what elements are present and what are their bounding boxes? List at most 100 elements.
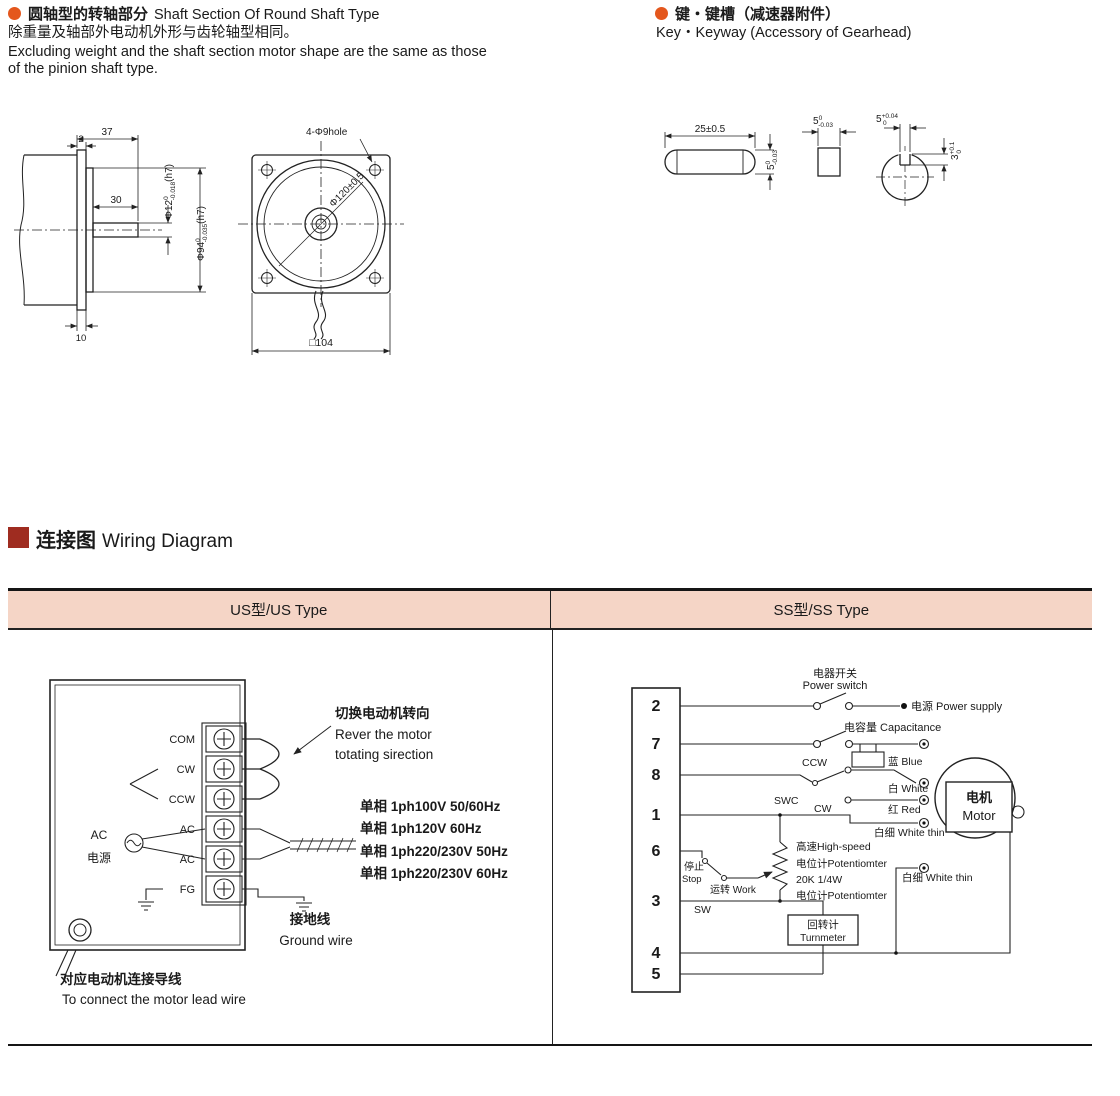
- terminal-screw: [205, 815, 243, 843]
- terminal-screw: [205, 755, 243, 783]
- ss-type-header: SS型/SS Type: [549, 591, 1093, 628]
- dim-30: 30: [110, 195, 122, 206]
- shaft-section-desc-en2: of the pinion shaft type.: [8, 61, 158, 77]
- motor-label-en: Motor: [962, 808, 996, 823]
- switch-blade: [706, 862, 722, 876]
- ground-label-en: Ground wire: [279, 933, 353, 948]
- dim-phi94: Φ940-0.035(h7): [195, 206, 209, 261]
- wire-blue-label: 蓝 Blue: [888, 756, 923, 768]
- us-type-header: US型/US Type: [230, 602, 328, 619]
- voltage-line3: 单相 1ph220/230V 50Hz: [360, 843, 508, 859]
- capacitance-label: 电容量 Capacitance: [844, 720, 941, 734]
- key-width-dim: 50-0.03: [813, 115, 833, 129]
- white-thin2-wire: [895, 867, 918, 953]
- us-wiring-diagram: COM CW CCW AC AC FG AC 电源 切换电动机转向 Rever …: [49, 679, 508, 1007]
- terminal-1: 1: [652, 807, 661, 824]
- note-en1: Rever the motor: [335, 727, 432, 742]
- note-leader-arrow: [293, 725, 332, 755]
- terminal3-wire: [680, 900, 824, 915]
- motor-shaft-icon: [1011, 805, 1025, 819]
- table-bottom-border: [8, 1044, 1092, 1046]
- shaft-section-title-zh: 圆轴型的转轴部分: [28, 6, 149, 23]
- ground-icon: [138, 901, 154, 911]
- power-supply-label: 电源 Power supply: [911, 699, 1003, 713]
- svg-text:3+0.10: 3+0.10: [949, 141, 963, 160]
- terminal-3: 3: [652, 893, 661, 910]
- wire-red-label: 红 Red: [888, 803, 921, 816]
- table-top-border: [8, 588, 1092, 591]
- switch-blade: [819, 692, 847, 705]
- cw-label: CW: [814, 803, 832, 815]
- power-switch-en: Power switch: [803, 680, 868, 692]
- lead-label-en: To connect the motor lead wire: [62, 992, 246, 1007]
- terminal-label-ac1: AC: [180, 824, 195, 836]
- dim-10: 10: [76, 333, 87, 344]
- junction-dot: [894, 951, 898, 955]
- stop-label-en: Stop: [682, 874, 702, 885]
- table-center-divider: [552, 630, 553, 1044]
- terminal4-wire: [680, 832, 1011, 954]
- key-side-view: [664, 149, 756, 175]
- shaft-section-title-en: Shaft Section Of Round Shaft Type: [154, 7, 380, 23]
- shaft-section-title: 圆轴型的转轴部分 Shaft Section Of Round Shaft Typ…: [28, 3, 379, 24]
- terminal-screw: [205, 725, 243, 753]
- terminal-8: 8: [652, 767, 661, 784]
- keyway-dimensions: [884, 124, 948, 181]
- key-section-title: 键・键槽（减速器附件）: [675, 6, 841, 23]
- terminal-6: 6: [652, 843, 661, 860]
- ccw-label: CCW: [802, 757, 827, 769]
- swc-label: SWC: [774, 795, 799, 807]
- terminal-label-ac2: AC: [180, 854, 195, 866]
- voltage-line2: 单相 1ph120V 60Hz: [360, 820, 482, 836]
- dim-37: 37: [101, 127, 113, 138]
- terminal-strip: [201, 722, 247, 906]
- lead-wire-grommet: [55, 918, 92, 979]
- dim-2: 2: [78, 134, 83, 145]
- ground-wire: [242, 888, 312, 912]
- power-cable: [242, 828, 356, 860]
- terminal-label-ccw: CCW: [169, 794, 196, 806]
- voltage-line1: 单相 1ph100V 50/60Hz: [360, 798, 501, 814]
- shaft-section-desc-zh: 除重量及轴部外电动机外形与齿轮轴型相同。: [8, 25, 298, 41]
- switch-blade: [816, 770, 845, 783]
- note-en2: totating sirection: [335, 747, 433, 762]
- svg-text:Φ940-0.035(h7): Φ940-0.035(h7): [195, 206, 209, 261]
- terminal-screw: [205, 875, 243, 903]
- motor-symbol: 电机 Motor: [918, 738, 1025, 874]
- motor-cable: [313, 290, 320, 340]
- terminal-4: 4: [652, 945, 661, 962]
- turnmeter-label-en: Turnmeter: [800, 933, 846, 944]
- wiper-arrow: [757, 871, 773, 879]
- circle-dim-label: Φ120±0.5: [328, 170, 367, 209]
- terminal-block: [205, 725, 243, 903]
- terminal-screw: [205, 785, 243, 813]
- terminal-2: 2: [652, 698, 661, 715]
- cw-ccw-fork: [129, 768, 159, 800]
- key-height-dim: 50-0.03: [765, 150, 779, 170]
- ac-source-label2: 电源: [87, 851, 111, 865]
- internal-wiring: [124, 768, 206, 911]
- motor-terminals: [918, 738, 930, 874]
- dim-phi12: Φ120-0.018(h7): [163, 164, 177, 219]
- shaft-keyway-section: [876, 146, 934, 208]
- flange-dimensions: [251, 138, 391, 355]
- note-zh: 切换电动机转向: [335, 705, 430, 721]
- fg-wire: [145, 888, 163, 900]
- motor-cable: [320, 290, 327, 340]
- turnmeter-label-zh: 回转计: [807, 918, 839, 931]
- direction-selector: [680, 766, 918, 804]
- terminal-screw: [205, 845, 243, 873]
- key-cross-section: [817, 147, 841, 177]
- square-dim-label: □104: [309, 337, 333, 349]
- wiring-title-en: Wiring Diagram: [102, 531, 233, 552]
- terminal-7: 7: [652, 736, 661, 753]
- key-length-dim: 25±0.5: [695, 124, 726, 135]
- reversing-jumpers: [242, 738, 280, 800]
- key-width-dimension: [802, 128, 856, 146]
- flange-front-view: [238, 141, 404, 340]
- terminal1-wire: [680, 814, 918, 824]
- pot-label-2: 电位计Potentiomter: [796, 857, 888, 870]
- switch-blade: [819, 730, 847, 743]
- resistor-zigzag-icon: [771, 841, 789, 891]
